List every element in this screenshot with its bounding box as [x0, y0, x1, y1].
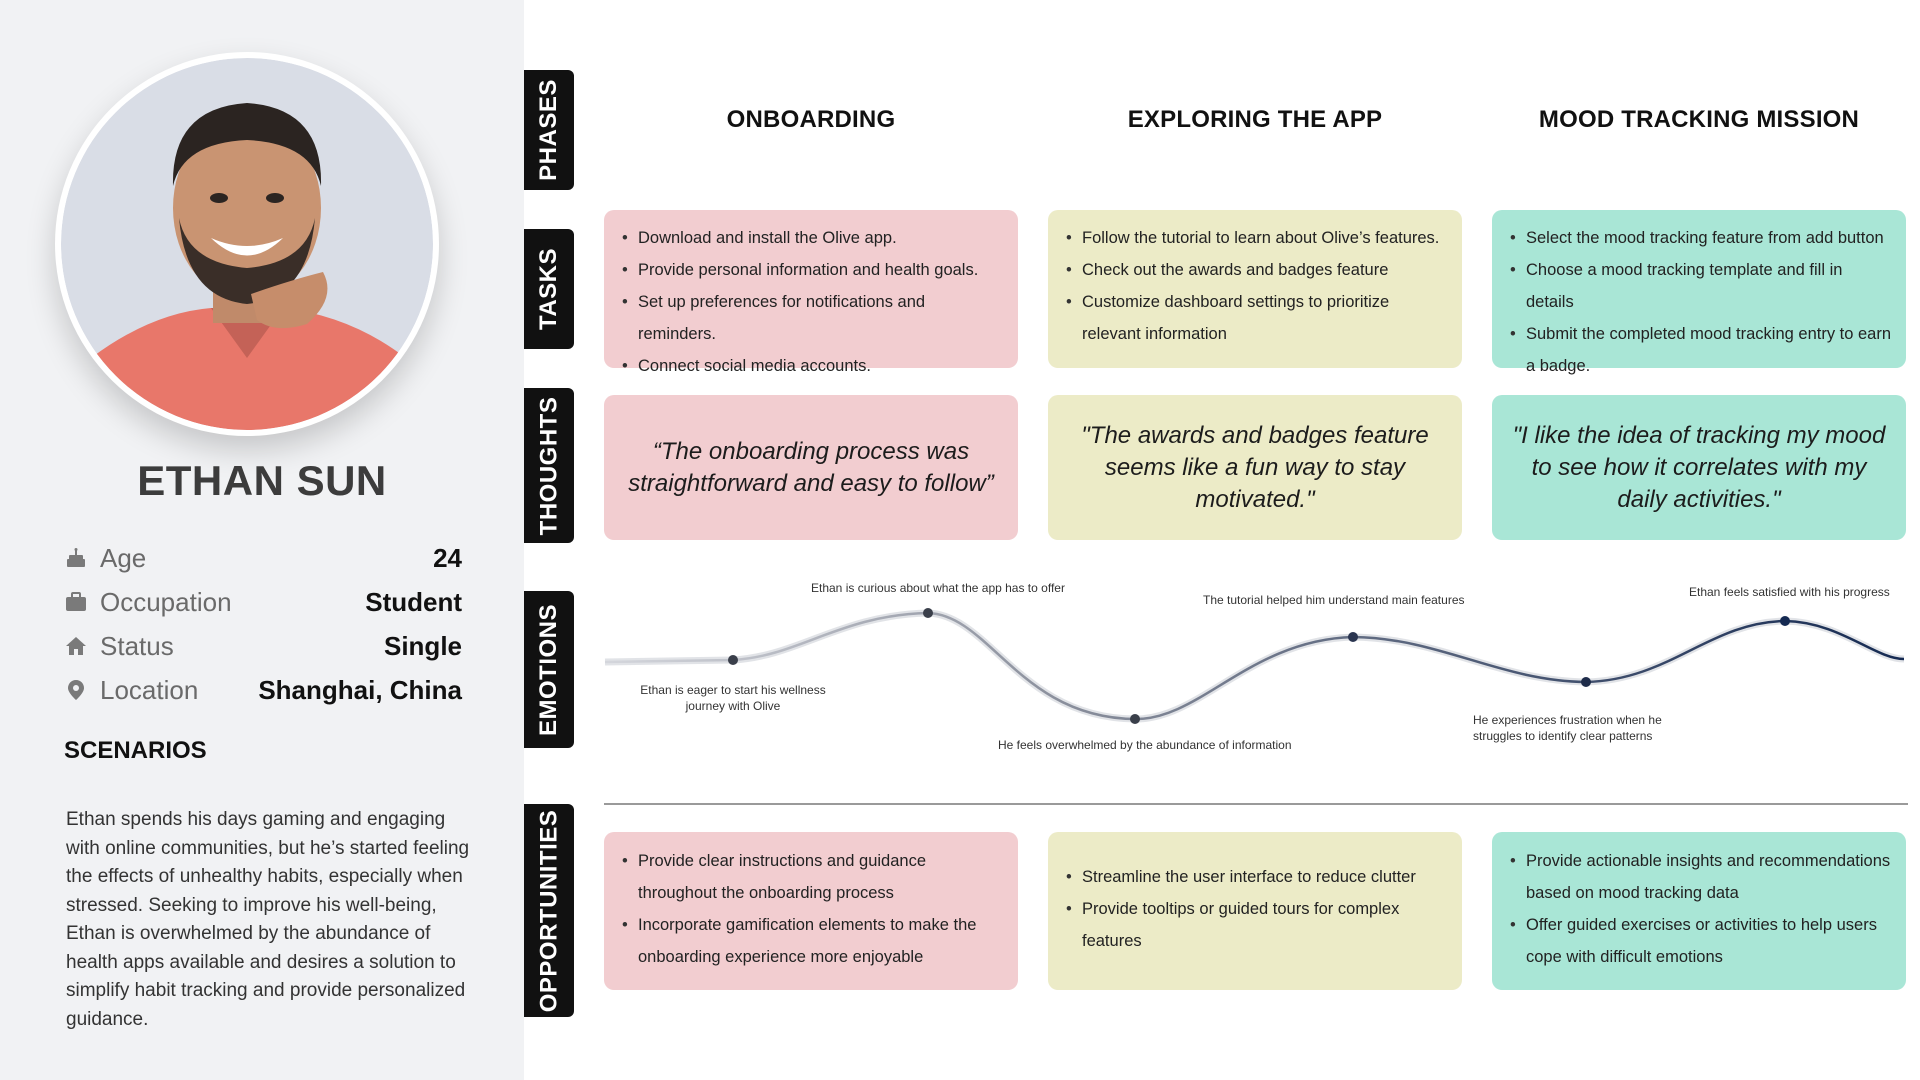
- avatar-portrait-image: [61, 58, 433, 430]
- row-tag-phases: PHASES: [524, 70, 574, 190]
- opportunity-card-onboarding: Provide clear instructions and guidance …: [604, 832, 1018, 990]
- info-label: Status: [100, 630, 174, 661]
- emotion-label-overwhelmed: He feels overwhelmed by the abundance of…: [998, 738, 1292, 752]
- thought-card-exploring: "The awards and badges feature seems lik…: [1048, 395, 1462, 540]
- info-row-location: Location Shanghai, China: [64, 670, 462, 710]
- emotion-label-eager: Ethan is eager to start his wellness jou…: [640, 683, 826, 713]
- emotion-point: [1130, 714, 1140, 724]
- emotion-point: [1780, 616, 1790, 626]
- emotion-point: [728, 655, 738, 665]
- briefcase-icon: [64, 590, 88, 614]
- opportunity-item: Provide tooltips or guided tours for com…: [1066, 893, 1448, 957]
- task-card-mood-tracking: Select the mood tracking feature from ad…: [1492, 210, 1906, 375]
- task-item: Set up preferences for notifications and…: [622, 286, 1004, 350]
- info-value: Shanghai, China: [258, 674, 462, 705]
- info-row-age: Age 24: [64, 538, 462, 578]
- task-item: Check out the awards and badges feature: [1066, 254, 1448, 286]
- phase-exploring: EXPLORING THE APP: [1127, 106, 1383, 133]
- info-value: 24: [433, 542, 462, 573]
- scenarios-text: Ethan spends his days gaming and engagin…: [66, 809, 470, 1030]
- persona-panel: ETHAN SUN Age 24 Occupation Student Stat…: [0, 0, 524, 1080]
- emotion-point: [1581, 677, 1591, 687]
- opportunity-item: Offer guided exercises or activities to …: [1510, 909, 1892, 973]
- info-value: Single: [383, 630, 462, 661]
- row-tag-thoughts: THOUGHTS: [524, 388, 574, 543]
- task-item: Provide personal information and health …: [622, 254, 1004, 286]
- row-tag-opportunities: OPPORTUNITIES: [524, 804, 574, 1017]
- thought-card-onboarding: “The onboarding process was straightforw…: [604, 395, 1018, 540]
- info-label: Occupation: [100, 586, 232, 617]
- phase-mood-tracking: MOOD TRACKING MISSION: [1538, 106, 1860, 133]
- task-item: Submit the completed mood tracking entry…: [1510, 318, 1892, 382]
- task-item: Select the mood tracking feature from ad…: [1510, 222, 1892, 254]
- section-divider: [604, 803, 1908, 805]
- cake-icon: [64, 546, 88, 570]
- emotion-label-satisfied: Ethan feels satisfied with his progress: [1689, 585, 1890, 599]
- emotion-label-frustration: He experiences frustration when he strug…: [1473, 713, 1662, 743]
- emotion-label-tutorial: The tutorial helped him understand main …: [1203, 593, 1465, 607]
- home-icon: [64, 634, 88, 658]
- opportunity-item: Incorporate gamification elements to mak…: [622, 909, 1004, 973]
- opportunity-item: Provide clear instructions and guidance …: [622, 845, 1004, 909]
- emotion-label-curious: Ethan is curious about what the app has …: [811, 581, 1065, 595]
- opportunity-item: Provide actionable insights and recommen…: [1510, 845, 1892, 909]
- info-label: Age: [100, 542, 147, 573]
- scenarios-title: SCENARIOS: [64, 737, 207, 764]
- task-item: Connect social media accounts.: [622, 350, 1004, 382]
- emotion-point: [923, 608, 933, 618]
- location-pin-icon: [64, 678, 88, 702]
- task-card-onboarding: Download and install the Olive app. Prov…: [604, 210, 1018, 382]
- task-item: Choose a mood tracking template and fill…: [1510, 254, 1892, 318]
- emotion-curve: [604, 608, 1905, 724]
- task-item: Follow the tutorial to learn about Olive…: [1066, 222, 1448, 254]
- opportunity-item: Streamline the user interface to reduce …: [1066, 861, 1448, 893]
- thought-card-mood-tracking: "I like the idea of tracking my mood to …: [1492, 395, 1906, 540]
- info-row-occupation: Occupation Student: [64, 582, 462, 622]
- task-card-exploring: Follow the tutorial to learn about Olive…: [1048, 210, 1462, 368]
- row-tag-emotions: EMOTIONS: [524, 591, 574, 748]
- emotion-point: [1348, 632, 1358, 642]
- task-item: Customize dashboard settings to prioriti…: [1066, 286, 1448, 350]
- info-label: Location: [100, 674, 199, 705]
- row-tag-tasks: TASKS: [524, 229, 574, 349]
- opportunity-card-exploring: Streamline the user interface to reduce …: [1048, 832, 1462, 990]
- info-value: Student: [365, 586, 462, 617]
- phase-onboarding: ONBOARDING: [726, 106, 896, 133]
- persona-name: ETHAN SUN: [137, 457, 387, 504]
- task-item: Download and install the Olive app.: [622, 222, 1004, 254]
- info-row-status: Status Single: [64, 626, 462, 666]
- avatar: [55, 52, 439, 436]
- opportunity-card-mood-tracking: Provide actionable insights and recommen…: [1492, 832, 1906, 990]
